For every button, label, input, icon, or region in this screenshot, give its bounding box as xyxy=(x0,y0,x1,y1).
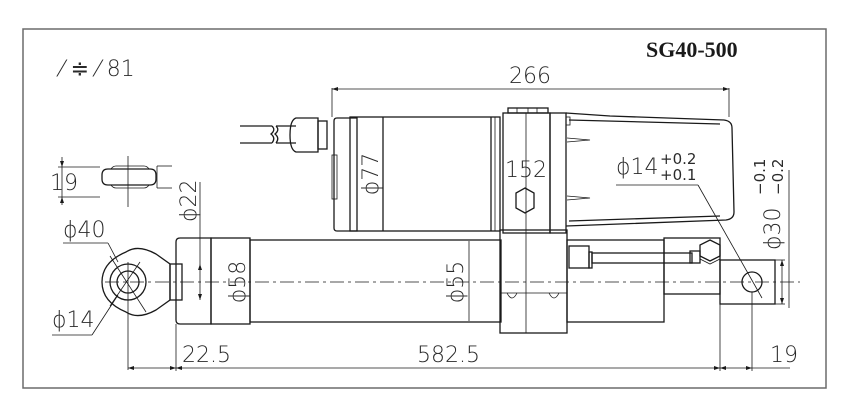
svg-text:+0.2: +0.2 xyxy=(660,150,696,168)
svg-text:+0.1: +0.1 xyxy=(660,166,696,184)
motor-body: ϕ77 xyxy=(331,116,501,232)
model-title: SG40-500 xyxy=(646,37,738,62)
gearbox-clamp: 152 xyxy=(502,107,567,333)
svg-text:ϕ14: ϕ14 xyxy=(616,155,659,180)
dim-installation-length: 582.5 xyxy=(417,343,480,368)
dim-rod-end-diameter: ϕ30 xyxy=(761,207,786,250)
svg-text:−0.2: −0.2 xyxy=(769,159,787,195)
scale-note: ⁄ ≑ ⁄ 81 xyxy=(56,57,135,82)
dim-rear-offset: 19 xyxy=(770,343,798,368)
dim-eye-hole-diameter: ϕ14 xyxy=(52,308,95,333)
svg-text:−0.1: −0.1 xyxy=(751,159,769,195)
dim-eye-offset: 22.5 xyxy=(182,343,231,368)
dim-266: 266 xyxy=(331,64,730,117)
dim-rod-diameter: ϕ22 xyxy=(177,179,202,222)
callout-pin-hole: ϕ14 +0.2 +0.1 xyxy=(616,150,763,299)
bottom-dimensions: 22.5 582.5 19 xyxy=(128,292,798,371)
gear-housing xyxy=(565,112,735,227)
cylinder-tube: ϕ58 ϕ55 ϕ30 −0.1 −0.2 xyxy=(175,159,790,334)
dim-eye-width: 19 xyxy=(50,171,78,196)
eye-side-view: 19 xyxy=(50,156,172,207)
dim-overall-motor-length: 266 xyxy=(509,64,551,89)
dim-motor-diameter: ϕ77 xyxy=(359,153,384,196)
drawing-frame xyxy=(22,28,827,389)
dim-eye-outer-diameter: ϕ40 xyxy=(63,218,106,243)
dim-clamp-height: 152 xyxy=(505,158,547,183)
rod-eye: ϕ22 ϕ40 ϕ14 xyxy=(52,179,202,370)
power-cable xyxy=(240,117,328,153)
